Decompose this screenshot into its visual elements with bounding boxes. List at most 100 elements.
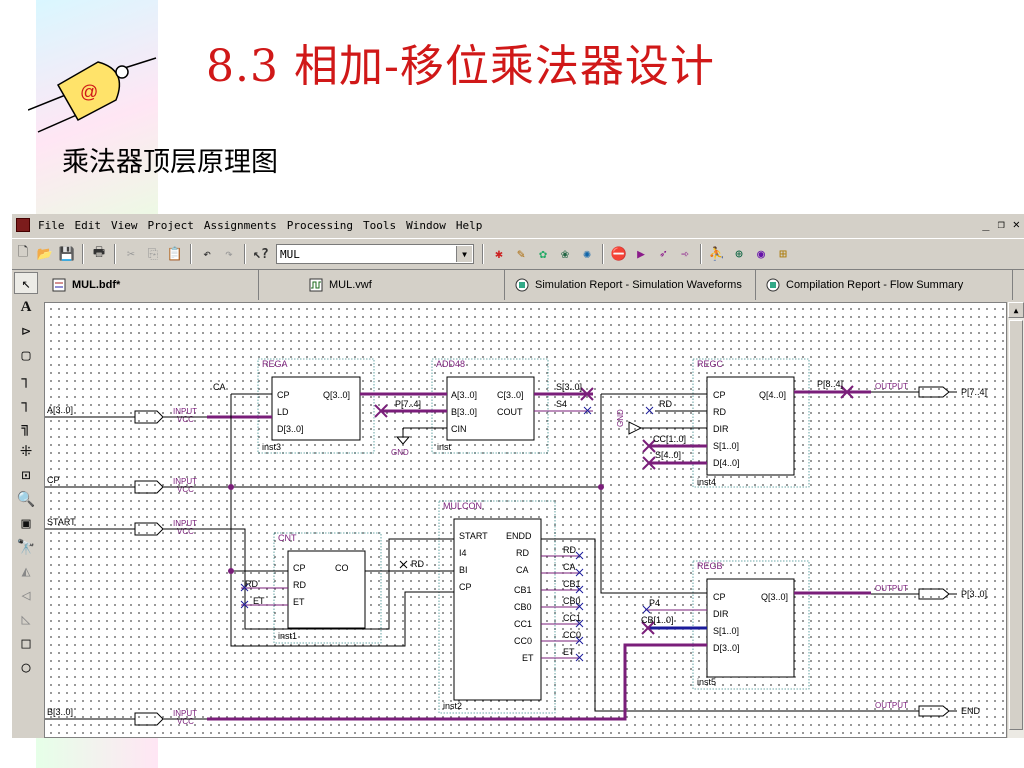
rectangle-tool-icon[interactable]: □ bbox=[21, 634, 31, 652]
redo-icon[interactable]: ↷ bbox=[225, 246, 233, 262]
menu-project[interactable]: Project bbox=[147, 218, 194, 232]
orthogonal-node-tool-icon[interactable]: ┐ bbox=[21, 370, 31, 388]
rega-block[interactable] bbox=[271, 376, 361, 441]
selection-tool-icon[interactable]: ↖ bbox=[14, 272, 38, 294]
tab-compilation-report[interactable]: Compilation Report - Flow Summary bbox=[756, 270, 1013, 300]
menu-processing[interactable]: Processing bbox=[286, 218, 353, 232]
net-et-mulcon: ET bbox=[563, 647, 575, 657]
context-help-icon[interactable]: ↖? bbox=[253, 246, 269, 262]
output-p30-type: OUTPUT bbox=[875, 584, 908, 593]
oval-tool-icon[interactable]: ○ bbox=[21, 658, 31, 676]
regb-port-s: S[1..0] bbox=[713, 626, 739, 636]
assignment-editor-icon[interactable]: ✱ bbox=[495, 246, 503, 262]
tab-simulation-report[interactable]: Simulation Report - Simulation Waveforms bbox=[505, 270, 756, 300]
zoom-tool-icon[interactable]: 🔍 bbox=[16, 490, 36, 508]
menu-file[interactable]: File bbox=[38, 218, 65, 232]
full-screen-icon[interactable]: ▣ bbox=[21, 514, 31, 532]
regc-inst: inst4 bbox=[697, 477, 716, 487]
mulcon-port-start: START bbox=[459, 531, 488, 541]
regb-block[interactable] bbox=[706, 578, 795, 678]
flip-horizontal-icon[interactable]: ◭ bbox=[21, 562, 31, 580]
output-pin-end[interactable]: OUTPUT END bbox=[871, 701, 981, 717]
window-buttons: _ ❐ ✕ bbox=[982, 217, 1020, 231]
add48-block[interactable] bbox=[446, 376, 535, 441]
net-s30: S[3..0] bbox=[556, 382, 582, 392]
rotate-icon[interactable]: ◺ bbox=[21, 610, 31, 628]
partial-select-icon[interactable]: ⊡ bbox=[21, 466, 31, 484]
paste-icon[interactable]: 📋 bbox=[166, 246, 184, 262]
scroll-up-icon[interactable]: ▲ bbox=[1008, 302, 1024, 318]
input-b-label: B[3..0] bbox=[47, 707, 73, 717]
find-icon[interactable]: 🔭 bbox=[16, 538, 36, 556]
stop-icon[interactable]: ⛔ bbox=[610, 246, 628, 262]
input-pin-a[interactable]: A[3..0] INPUT VCC bbox=[45, 405, 207, 424]
output-p74-label: P[7..4] bbox=[961, 387, 987, 397]
menu-tools[interactable]: Tools bbox=[362, 218, 397, 232]
new-file-icon[interactable]: 🗋 bbox=[17, 245, 29, 260]
copy-icon[interactable]: ⎘ bbox=[147, 246, 159, 262]
close-icon[interactable]: ✕ bbox=[1012, 217, 1020, 231]
output-pin-p30[interactable]: OUTPUT P[3..0] bbox=[871, 584, 987, 600]
input-pin-b[interactable]: B[3..0] INPUT VCC bbox=[45, 707, 207, 726]
orthogonal-bus-tool-icon[interactable]: ┐ bbox=[21, 394, 31, 412]
chip-planner-icon[interactable]: ◉ bbox=[757, 246, 765, 262]
tab-mul-vwf[interactable]: MUL.vwf bbox=[259, 270, 505, 300]
compile-check-icon[interactable]: ✺ bbox=[583, 246, 591, 262]
add48-port-a: A[3..0] bbox=[451, 390, 477, 400]
tab-mul-vwf-label: MUL.vwf bbox=[329, 279, 372, 291]
entity-combo[interactable]: MUL ▼ bbox=[276, 244, 474, 264]
regc-port-cp: CP bbox=[713, 390, 726, 400]
menu-view[interactable]: View bbox=[111, 218, 138, 232]
output-end-type: OUTPUT bbox=[875, 701, 908, 710]
rega-port-cp: CP bbox=[277, 390, 290, 400]
settings-icon[interactable]: ✿ bbox=[539, 246, 547, 262]
analysis-icon[interactable]: ➶ bbox=[659, 246, 667, 262]
pin-planner-icon[interactable]: ✎ bbox=[517, 246, 525, 262]
mulcon-block[interactable] bbox=[453, 518, 542, 701]
toolbar-separator bbox=[190, 244, 192, 264]
slide-subtitle: 乘法器顶层原理图 bbox=[62, 147, 278, 178]
tab-simulation-report-label: Simulation Report - Simulation Waveforms bbox=[535, 279, 742, 291]
regc-block[interactable] bbox=[706, 376, 795, 476]
open-folder-icon[interactable]: 📂 bbox=[36, 246, 54, 262]
net-ca: CA bbox=[213, 382, 226, 392]
net-p84: P[8..4] bbox=[817, 379, 843, 389]
menu-assignments[interactable]: Assignments bbox=[203, 218, 277, 232]
menu-window[interactable]: Window bbox=[406, 218, 446, 232]
text-tool-icon[interactable]: A bbox=[20, 298, 32, 315]
conduit-tool-icon[interactable]: ╗ bbox=[21, 418, 31, 436]
input-pin-start[interactable]: START INPUT VCC bbox=[45, 517, 207, 536]
minimize-icon[interactable]: _ bbox=[982, 217, 990, 231]
output-pin-p74[interactable]: OUTPUT P[7..4] bbox=[871, 382, 987, 398]
mulcon-port-bi: BI bbox=[459, 565, 468, 575]
report-icon[interactable]: ⊕ bbox=[735, 246, 743, 262]
and-gate-logo: @ bbox=[28, 57, 157, 133]
dropdown-arrow-icon[interactable]: ▼ bbox=[456, 246, 472, 262]
programmer-icon[interactable]: ⊞ bbox=[779, 246, 787, 262]
cut-icon[interactable]: ✂ bbox=[127, 246, 135, 262]
timing-icon[interactable]: ➾ bbox=[681, 246, 689, 262]
input-pin-cp[interactable]: CP INPUT VCC bbox=[45, 475, 207, 494]
design-assistant-icon[interactable]: ❀ bbox=[561, 246, 569, 262]
menu-bar: File Edit View Project Assignments Proce… bbox=[12, 214, 1024, 236]
scroll-thumb[interactable] bbox=[1009, 320, 1023, 730]
save-icon[interactable]: 💾 bbox=[58, 246, 76, 262]
block-tool-icon[interactable]: ▢ bbox=[21, 346, 31, 364]
vertical-scrollbar[interactable]: ▲ bbox=[1008, 302, 1024, 738]
rubberbanding-icon[interactable]: ⁜ bbox=[19, 442, 33, 460]
cnt-block[interactable] bbox=[287, 550, 366, 629]
restore-icon[interactable]: ❐ bbox=[997, 217, 1005, 231]
print-icon[interactable]: 🖶 bbox=[92, 245, 106, 260]
simulation-icon[interactable]: ⛹ bbox=[708, 246, 726, 262]
symbol-tool-icon[interactable]: ⊳ bbox=[21, 322, 31, 340]
schematic-canvas[interactable]: .blk{fill:#fff;stroke:#000;stroke-width:… bbox=[44, 302, 1007, 738]
tab-mul-bdf-label: MUL.bdf* bbox=[72, 279, 121, 291]
start-compilation-icon[interactable]: ▶ bbox=[637, 246, 645, 262]
undo-icon[interactable]: ↶ bbox=[203, 246, 211, 262]
menu-help[interactable]: Help bbox=[455, 218, 483, 232]
net-p4: P4 bbox=[649, 598, 660, 608]
flip-vertical-icon[interactable]: ◁ bbox=[21, 586, 31, 604]
menu-edit[interactable]: Edit bbox=[74, 218, 102, 232]
tab-mul-bdf[interactable]: MUL.bdf* bbox=[42, 270, 259, 300]
net-cc1: CC1 bbox=[563, 613, 581, 623]
